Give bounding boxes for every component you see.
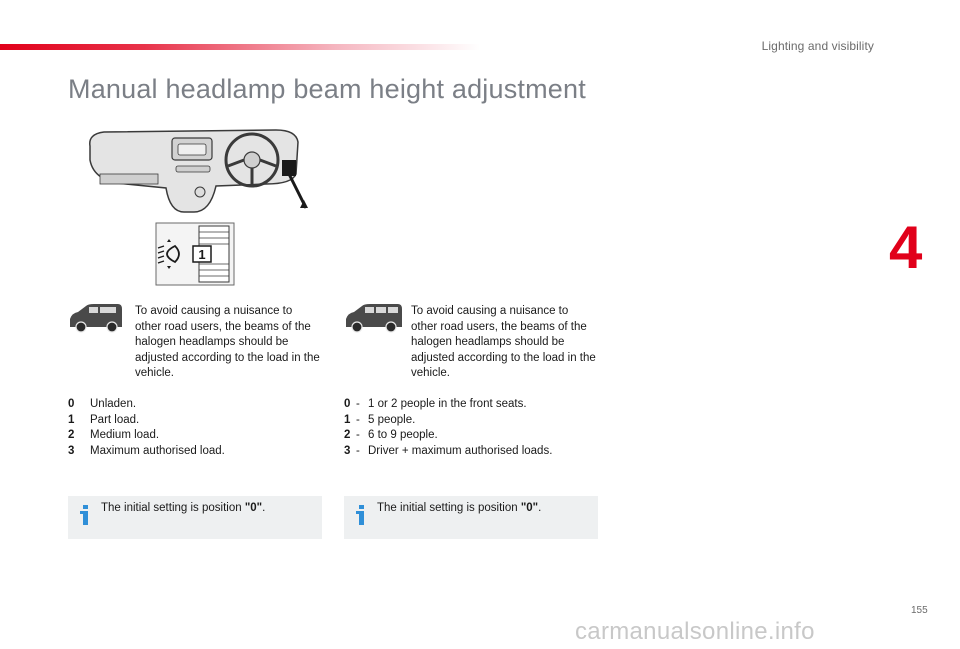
list-item: 0 Unladen. [68, 397, 328, 413]
list-item: 3-Driver + maximum authorised loads. [344, 444, 604, 460]
list-item: 0-1 or 2 people in the front seats. [344, 397, 604, 413]
position-text: Driver + maximum authorised loads. [368, 444, 553, 457]
info-prefix: The initial setting is position [377, 502, 521, 514]
position-separator: - [356, 398, 360, 410]
knob-position-label: 1 [198, 247, 205, 262]
position-code: 1 [344, 413, 351, 426]
page-title: Manual headlamp beam height adjustment [68, 74, 586, 104]
position-text: 6 to 9 people. [368, 429, 438, 442]
list-item: 1 Part load. [68, 413, 328, 429]
position-text: 5 people. [368, 413, 416, 426]
list-item: 2-6 to 9 people. [344, 428, 604, 444]
info-icon [80, 505, 88, 525]
info-text: The initial setting is position "0". [377, 502, 541, 514]
load-position-list: 0 Unladen. 1 Part load. 2 Medium load. 3 Max… [68, 397, 328, 459]
section-title: Lighting and visibility [761, 39, 874, 53]
info-prefix: The initial setting is position [101, 502, 245, 514]
van-combi-icon [346, 304, 402, 333]
position-code: 0 [68, 398, 75, 410]
position-text: 1 or 2 people in the front seats. [368, 398, 527, 410]
position-text: Maximum authorised load. [90, 444, 225, 457]
position-code: 2 [68, 429, 75, 442]
info-suffix: . [262, 502, 266, 514]
header-accent-bar [0, 44, 480, 50]
position-separator: - [356, 429, 360, 442]
occupancy-position-list: 0-1 or 2 people in the front seats. 1-5 … [344, 397, 604, 459]
position-separator: - [356, 444, 360, 457]
position-text: Medium load. [90, 429, 160, 442]
info-value: "0" [520, 502, 539, 514]
list-item: 2 Medium load. [68, 428, 328, 444]
info-text: The initial setting is position "0". [101, 502, 265, 514]
position-code: 3 [344, 444, 351, 457]
position-code: 0 [344, 398, 351, 410]
position-code: 2 [344, 429, 351, 442]
position-code: 3 [68, 444, 75, 457]
dashboard-illustration [89, 129, 308, 213]
position-text: Part load. [90, 413, 140, 426]
info-box-right: The initial setting is position "0". [344, 496, 598, 539]
watermark: carmanualsonline.info [575, 618, 815, 645]
position-separator: - [356, 413, 360, 426]
beam-adjustment-knob: 1 [155, 222, 235, 286]
van-short-icon [70, 304, 122, 333]
page-number: 155 [911, 605, 928, 616]
info-suffix: . [538, 502, 542, 514]
chapter-number: 4 [889, 214, 923, 281]
position-text: Unladen. [90, 398, 137, 410]
position-code: 1 [68, 413, 75, 426]
list-item: 3 Maximum authorised load. [68, 444, 328, 460]
info-value: "0" [244, 502, 263, 514]
list-item: 1-5 people. [344, 413, 604, 429]
info-box-left: The initial setting is position "0". [68, 496, 322, 539]
right-intro-text: To avoid causing a nuisance to other roa… [411, 305, 596, 380]
left-intro-text: To avoid causing a nuisance to other roa… [135, 305, 320, 380]
info-icon [356, 505, 364, 525]
